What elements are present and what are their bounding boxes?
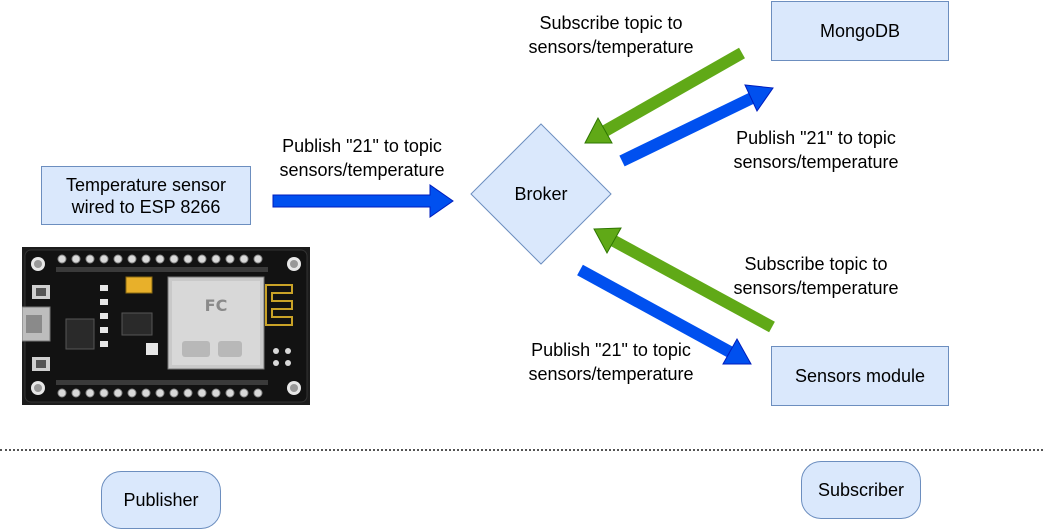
section-divider [0,449,1043,451]
publisher-label: Publisher [123,489,199,510]
temperature-sensor-node[interactable]: Temperature sensor wired to ESP 8266 [41,166,251,225]
temperature-sensor-label: Temperature sensor wired to ESP 8266 [65,174,227,217]
subscriber-label: Subscriber [817,479,905,500]
edge-label-broker-to-sensors: Publish "21" to topic sensors/temperatur… [528,340,694,384]
sensors-module-label: Sensors module [794,366,926,386]
esp8266-board-image: FC [22,247,310,405]
sensors-module-node[interactable]: Sensors module [771,346,949,406]
arrow-sensors-subscribe [593,227,775,333]
subscriber-badge[interactable]: Subscriber [801,461,921,519]
broker-label: Broker [514,184,568,204]
svg-text:FC: FC [205,296,228,315]
arrow-mongo-subscribe [584,47,745,144]
edge-label-broker-to-mongo: Publish "21" to topic sensors/temperatur… [733,128,899,172]
arrow-broker-to-sensors [577,264,752,365]
arrow-broker-to-mongo [619,84,774,167]
edge-label-sensors-subscribe: Subscribe topic to sensors/temperature [733,254,899,298]
publisher-badge[interactable]: Publisher [101,471,221,529]
edge-label-sensor-to-broker: Publish "21" to topic sensors/temperatur… [279,136,445,180]
edge-label-mongo-subscribe: Subscribe topic to sensors/temperature [528,13,694,57]
arrow-sensor-to-broker [272,184,454,218]
mongodb-node[interactable]: MongoDB [771,1,949,61]
broker-diamond[interactable] [470,123,612,265]
mongodb-label: MongoDB [819,21,901,41]
